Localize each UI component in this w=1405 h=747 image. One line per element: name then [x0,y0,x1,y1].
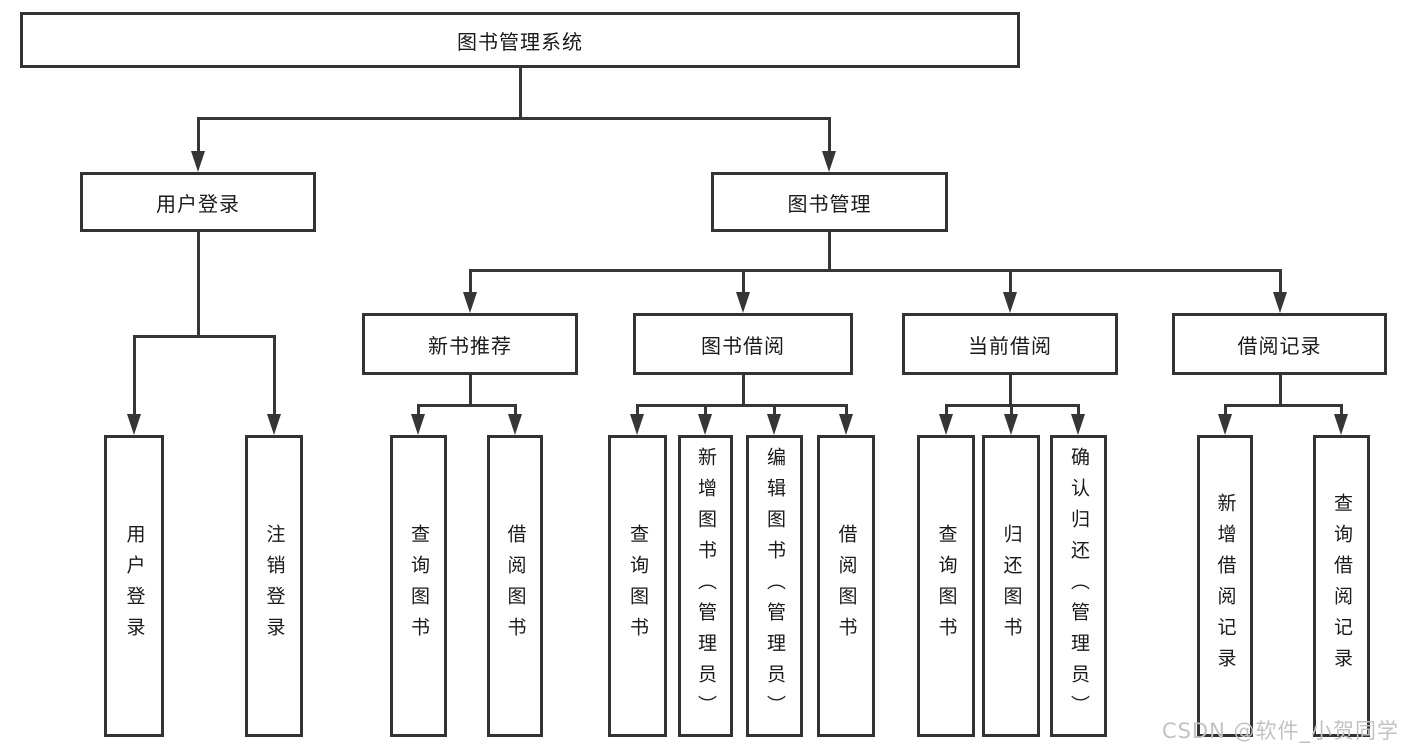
connector-leg [944,405,948,417]
connector-bar [196,116,831,120]
node-label: 查询图书 [935,524,958,648]
connector-leg [1009,405,1013,417]
node-label: 用户登录 [123,524,146,648]
node-label: 图书借阅 [701,333,785,358]
node-label: 注销登录 [263,524,286,648]
connector-stem [196,232,200,336]
arrowhead-down-icon [1334,414,1348,435]
node-book-borrow: 图书借阅 [633,313,853,375]
connector-leg [635,405,639,417]
connector-leg [468,270,472,295]
node-leaf-user-login: 用户登录 [104,435,164,737]
arrowhead-down-icon [1071,414,1085,435]
connector-leg [1278,270,1282,295]
connector-stem [1008,375,1012,405]
arrowhead-down-icon [463,292,477,313]
node-label: 归还图书 [1000,524,1023,648]
connector-stem [741,375,745,405]
node-leaf-logout: 注销登录 [245,435,303,737]
arrowhead-down-icon [822,151,836,172]
connector-bar [416,403,517,407]
node-leaf-return: 归还图书 [982,435,1040,737]
node-label: 借阅图书 [835,524,858,648]
connector-leg [741,270,745,295]
node-label: 新增借阅记录 [1214,493,1237,679]
node-leaf-add-rec: 新增借阅记录 [1197,435,1253,737]
arrowhead-down-icon [1003,292,1017,313]
connector-leg [513,405,517,417]
arrowhead-down-icon [939,414,953,435]
node-label: 查询图书 [408,524,430,648]
connector-leg [827,118,831,154]
connector-leg [1223,405,1227,417]
node-label: 图书管理系统 [457,29,583,54]
node-book-mgmt: 图书管理 [711,172,948,232]
arrowhead-down-icon [630,414,644,435]
node-label: 确认归还（管理员） [1068,446,1090,726]
connector-leg [196,118,200,154]
arrowhead-down-icon [1273,292,1287,313]
connector-stem [518,68,522,118]
arrowhead-down-icon [767,414,781,435]
arrowhead-down-icon [1004,414,1018,435]
connector-stem [827,232,831,270]
arrowhead-down-icon [191,151,205,172]
node-leaf-add-book: 新增图书（管理员） [678,435,733,737]
arrowhead-down-icon [508,414,522,435]
connector-bar [468,268,1282,272]
connector-leg [1008,270,1012,295]
node-leaf-edit-book: 编辑图书（管理员） [746,435,803,737]
connector-leg [416,405,420,417]
node-leaf-confirm: 确认归还（管理员） [1050,435,1107,737]
arrowhead-down-icon [411,414,425,435]
arrowhead-down-icon [127,414,141,435]
node-label: 编辑图书（管理员） [764,446,786,726]
node-label: 图书管理 [787,191,872,216]
connector-leg [272,336,276,417]
arrowhead-down-icon [1218,414,1232,435]
connector-stem [468,375,472,405]
arrowhead-down-icon [267,414,281,435]
node-current-borrow: 当前借阅 [902,313,1118,375]
node-leaf-borrow-1: 借阅图书 [487,435,543,737]
node-label: 当前借阅 [968,333,1052,358]
node-label: 新书推荐 [428,333,512,358]
arrowhead-down-icon [736,292,750,313]
node-leaf-query-rec: 查询借阅记录 [1313,435,1370,737]
node-label: 借阅图书 [504,524,527,648]
node-label: 查询借阅记录 [1331,493,1353,679]
node-leaf-query-2: 查询图书 [608,435,667,737]
connector-bar [1223,403,1343,407]
node-root: 图书管理系统 [20,12,1020,68]
node-new-book-rec: 新书推荐 [362,313,578,375]
connector-leg [772,405,776,417]
connector-leg [703,405,707,417]
node-label: 新增图书（管理员） [695,446,717,726]
node-leaf-query-1: 查询图书 [390,435,447,737]
connector-leg [1339,405,1343,417]
node-label: 查询图书 [627,524,649,648]
csdn-watermark: CSDN @软件_小贺同学 [1161,719,1399,743]
node-label: 借阅记录 [1237,333,1322,358]
connector-leg [844,405,848,417]
node-leaf-borrow-2: 借阅图书 [817,435,875,737]
node-user-login: 用户登录 [80,172,316,232]
connector-bar [132,334,276,338]
node-leaf-query-3: 查询图书 [917,435,975,737]
node-borrow-records: 借阅记录 [1172,313,1387,375]
connector-leg [1076,405,1080,417]
connector-leg [132,336,136,417]
arrowhead-down-icon [698,414,712,435]
arrowhead-down-icon [839,414,853,435]
node-label: 用户登录 [156,191,240,216]
connector-stem [1278,375,1282,405]
connector-bar [635,403,848,407]
